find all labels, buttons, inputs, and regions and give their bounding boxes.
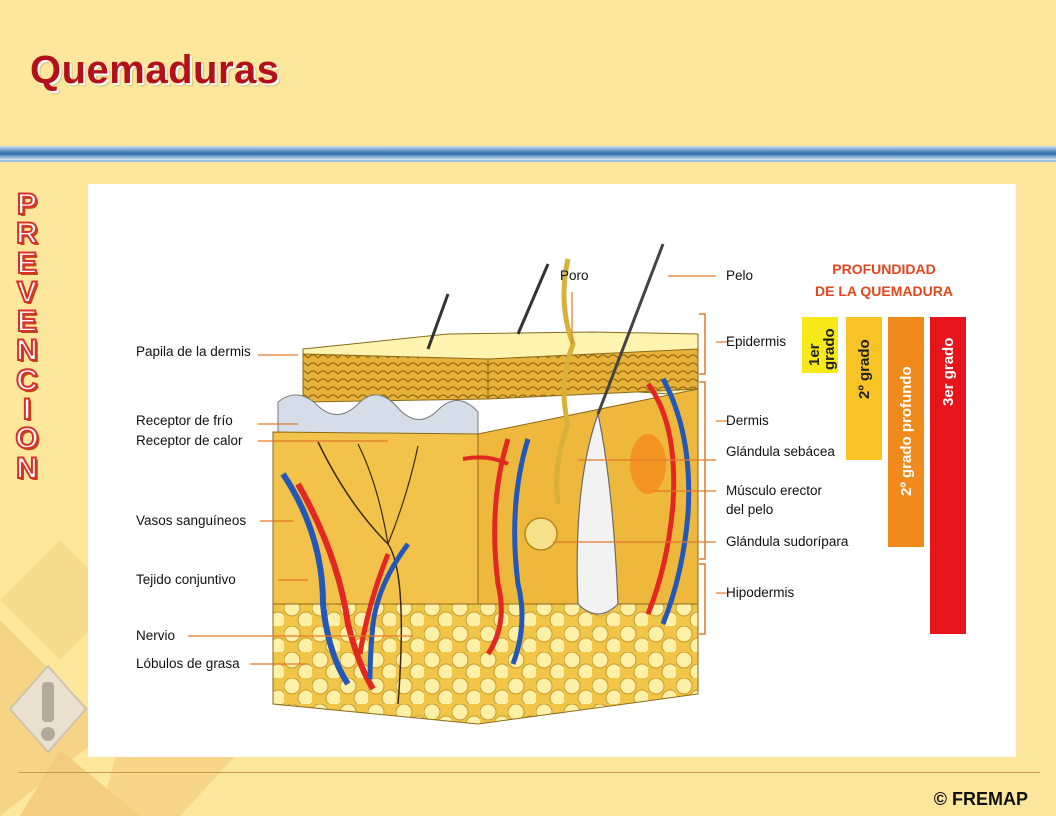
label-lobulos: Lóbulos de grasa (136, 656, 240, 671)
side-letter: O (14, 422, 39, 456)
grade-3-bar: 3er grado (930, 317, 966, 634)
side-letter: V (16, 275, 38, 309)
depth-title-line2: DE LA QUEMADURA (815, 283, 953, 299)
skin-diagram-panel: Papila de la dermis Receptor de frío Rec… (88, 184, 1016, 757)
side-letter: E (16, 246, 38, 280)
grade-2-label: 2º grado (856, 339, 873, 399)
label-hipodermis: Hipodermis (726, 585, 795, 600)
label-dermis: Dermis (726, 413, 769, 428)
side-letter: I (22, 393, 32, 427)
side-letter: R (15, 217, 39, 251)
footer-divider (18, 772, 1040, 773)
prevention-vertical-word: P R E V E N C I O N (12, 188, 42, 485)
grade-1-bar: 1er grado (802, 317, 838, 373)
label-receptor-frio: Receptor de frío (136, 413, 233, 428)
copyright-text: © FREMAP (933, 789, 1028, 809)
label-glandula-sebacea: Glándula sebácea (726, 444, 835, 459)
grade-3-label: 3er grado (940, 338, 957, 406)
label-epidermis: Epidermis (726, 334, 786, 349)
label-papila: Papila de la dermis (136, 344, 251, 359)
label-nervio: Nervio (136, 628, 175, 643)
title-divider-thin (0, 160, 1056, 162)
side-letter: C (15, 363, 39, 397)
warning-icon (8, 664, 88, 754)
leader-lines (188, 275, 728, 665)
label-glandula-sudoripara: Glándula sudorípara (726, 534, 849, 549)
label-tejido: Tejido conjuntivo (136, 572, 236, 587)
side-letter: P (16, 188, 38, 221)
slide-title: Quemaduras (30, 48, 280, 92)
grade-2-deep-bar: 2º grado profundo (888, 317, 924, 547)
grade-1-line1: 1er (806, 343, 823, 366)
depth-title-line1: PROFUNDIDAD (832, 261, 935, 277)
grade-1-line2: grado (821, 328, 838, 370)
grade-2-bar: 2º grado (846, 317, 882, 460)
skin-block (272, 243, 699, 725)
side-letter: E (16, 305, 38, 339)
grade-2-deep-label: 2º grado profundo (898, 366, 915, 496)
side-letter: N (15, 451, 39, 485)
label-vasos: Vasos sanguíneos (136, 513, 246, 528)
skin-diagram: Papila de la dermis Receptor de frío Rec… (136, 243, 966, 725)
title-divider (0, 146, 1056, 160)
label-musculo-erector-2: del pelo (726, 502, 773, 517)
layer-brackets (699, 313, 706, 635)
label-receptor-calor: Receptor de calor (136, 433, 243, 448)
label-pelo: Pelo (726, 268, 753, 283)
label-poro: Poro (560, 268, 589, 283)
side-letter: N (15, 334, 39, 368)
label-musculo-erector: Músculo erector (726, 483, 823, 498)
